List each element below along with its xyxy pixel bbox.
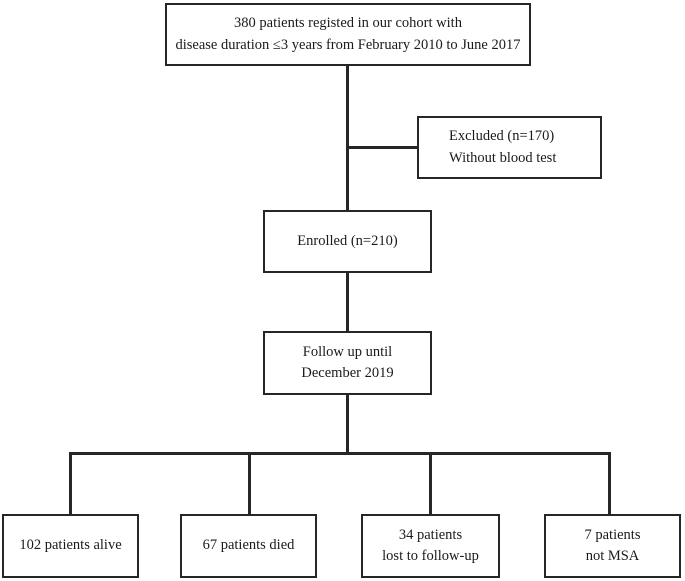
node-alive-label: 102 patients alive [19,537,122,554]
node-enrolled-label: Enrolled (n=210) [297,232,398,249]
node-followup: Follow up until December 2019 [263,331,432,395]
node-enrolled: Enrolled (n=210) [263,210,432,273]
connector-registered-to-branch [346,65,349,149]
node-died-label: 67 patients died [202,537,295,554]
node-excluded-label: Excluded (n=170) Without blood test [449,128,557,166]
connector-bus-to-lost [429,452,432,514]
node-died: 67 patients died [180,514,317,578]
connector-bus-to-alive [69,452,72,514]
connector-branch-to-excluded [346,146,417,149]
connector-enrolled-to-followup [346,272,349,331]
connector-bus-to-not-msa [608,452,611,514]
node-not-msa: 7 patients not MSA [544,514,681,578]
connector-outcome-bus [69,452,611,455]
node-registered-patients: 380 patients registed in our cohort with… [165,3,531,66]
node-followup-label: Follow up until December 2019 [301,343,394,381]
connector-branch-to-enrolled [346,146,349,210]
node-lost-to-followup: 34 patients lost to follow-up [361,514,500,578]
node-registered-label: 380 patients registed in our cohort with… [175,15,521,53]
connector-bus-to-died [248,452,251,514]
node-excluded: Excluded (n=170) Without blood test [417,116,602,179]
node-alive: 102 patients alive [2,514,139,578]
connector-followup-to-bus [346,394,349,454]
node-not-msa-label: 7 patients not MSA [584,526,641,564]
node-lost-to-followup-label: 34 patients lost to follow-up [382,526,479,564]
